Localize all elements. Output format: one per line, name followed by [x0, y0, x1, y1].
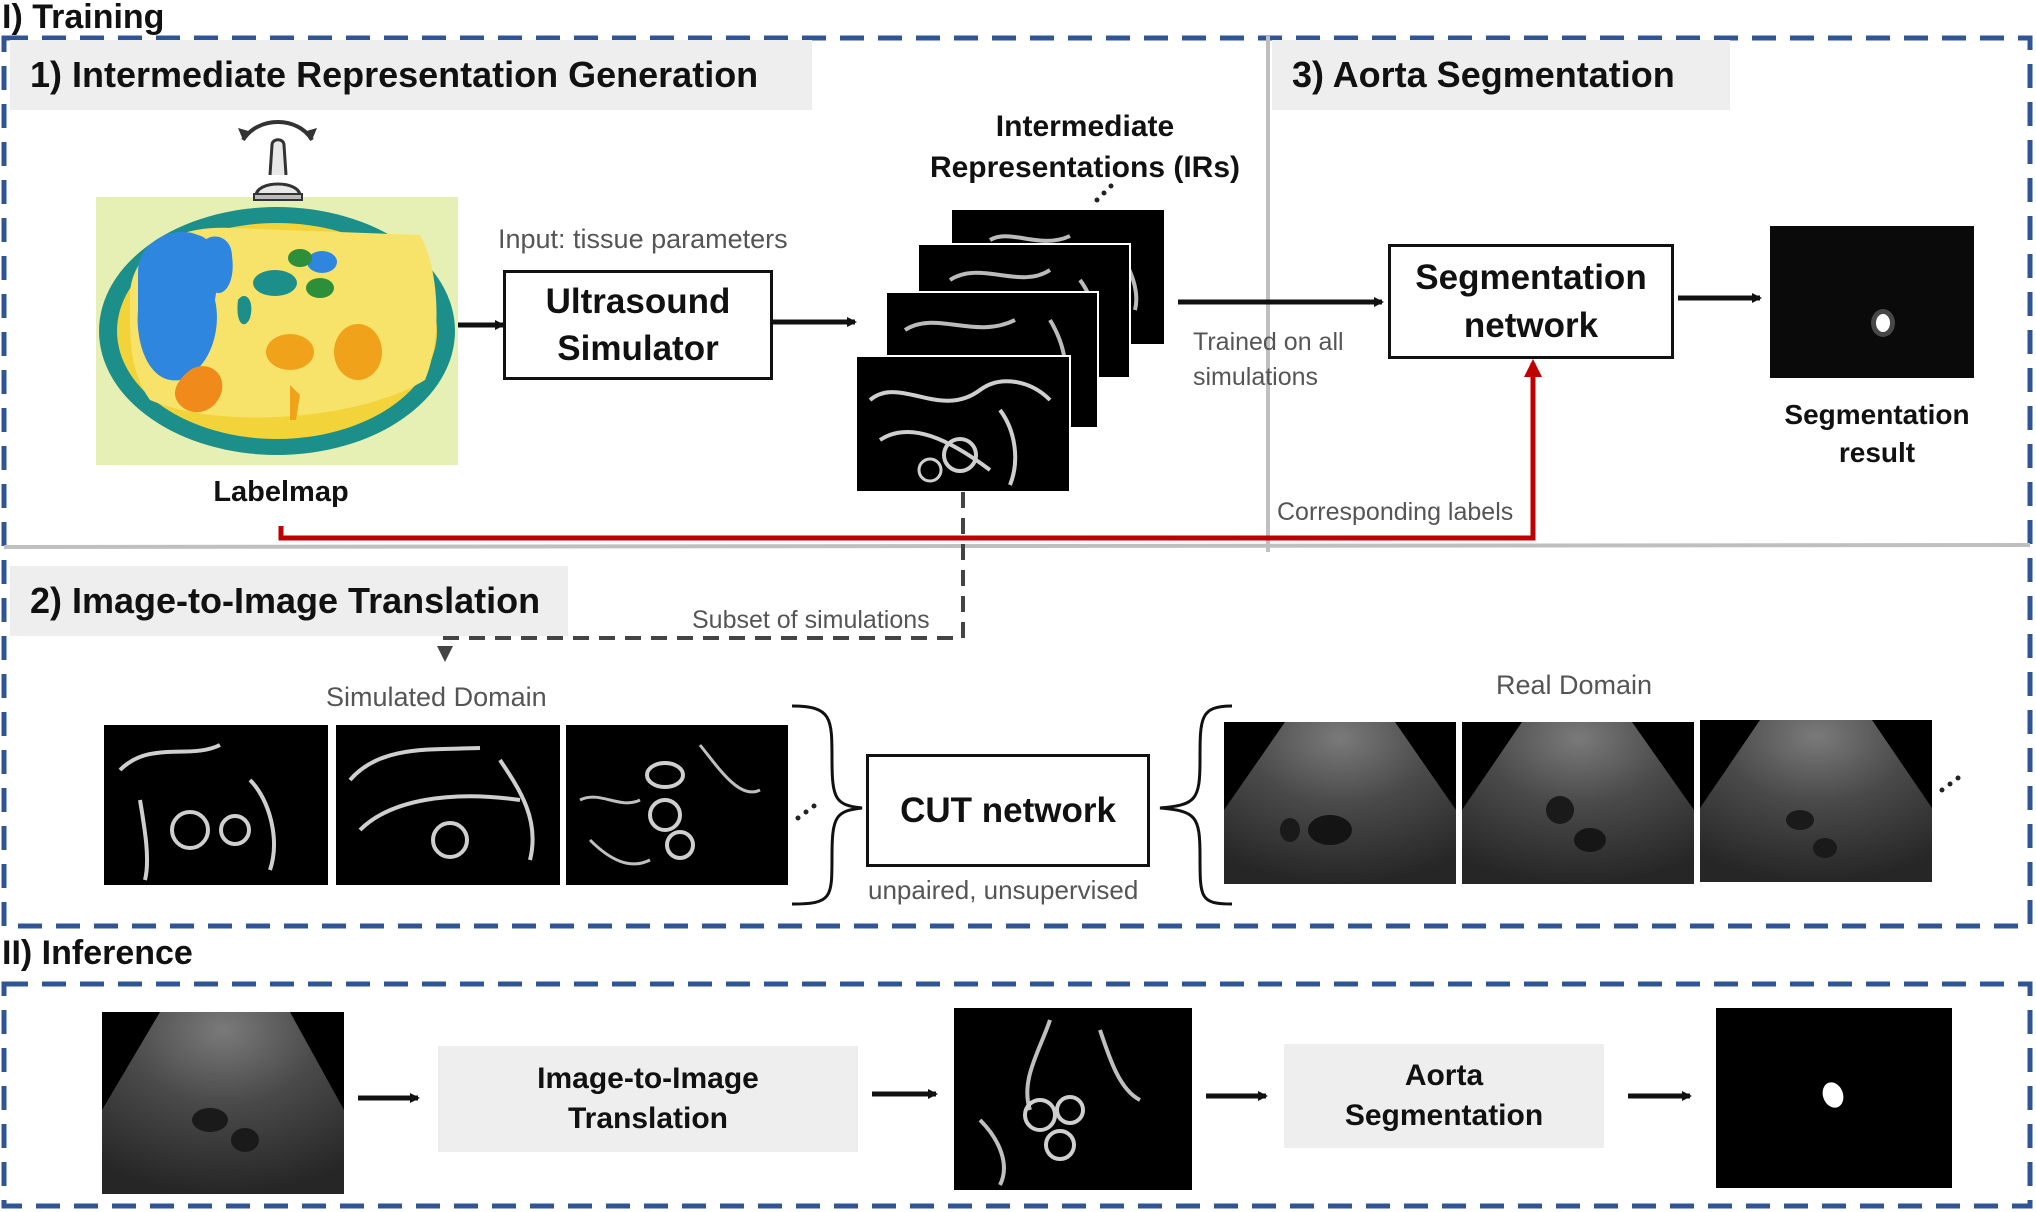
inference-input-ultrasound: [102, 1012, 344, 1194]
irs-label-line2: Representations (IRs): [929, 151, 1241, 185]
trained-line1: Trained on all: [1193, 328, 1344, 356]
corresponding-labels-note: Corresponding labels: [1277, 498, 1514, 526]
simulated-image-2: [336, 725, 560, 885]
ellipsis-dots-irs: [1094, 183, 1114, 203]
red-label-arrow: [278, 359, 1542, 541]
subset-dashed-arrow: [437, 492, 965, 662]
inf-i2i-line1: Image-to-Image: [537, 1061, 759, 1095]
section-title-training: I) Training: [2, 0, 165, 36]
simulated-image-3: [566, 725, 788, 885]
panel-3-header: 3) Aorta Segmentation: [1272, 40, 1730, 110]
segmentation-result-image: [1770, 226, 1974, 378]
real-image-1: [1224, 722, 1456, 884]
ir-stack: [855, 210, 1164, 493]
irs-label-line1: Intermediate: [995, 110, 1175, 143]
inference-frame: [1, 981, 2033, 1209]
real-domain-label: Real Domain: [1496, 670, 1653, 700]
inf-aorta-line1: Aorta: [1404, 1058, 1484, 1092]
inference-segmentation-mask: [1716, 1008, 1952, 1188]
seg-result-line1: Segmentation: [1784, 399, 1970, 430]
unpaired-note: unpaired, unsupervised: [868, 875, 1139, 905]
left-brace: [791, 704, 863, 906]
inference-translated-image: [954, 1008, 1192, 1190]
simulated-image-1: [104, 725, 328, 885]
inf-aorta-line2: Segmentation: [1344, 1099, 1544, 1132]
section-title-inference: II) Inference: [2, 934, 193, 972]
input-params-label: Input: tissue parameters: [498, 224, 788, 254]
seg-net-line2: network: [1463, 305, 1599, 345]
simulated-domain-label: Simulated Domain: [326, 682, 547, 712]
real-image-3: [1700, 720, 1932, 882]
seg-net-line1: Segmentation: [1415, 258, 1647, 298]
us-sim-line2: Simulator: [557, 329, 719, 368]
trained-line2: simulations: [1193, 363, 1319, 391]
transducer-icon: [238, 120, 317, 201]
labelmap-image: [96, 197, 458, 465]
cut-network-box: CUT network: [866, 754, 1150, 867]
labelmap-label: Labelmap: [213, 476, 349, 508]
trained-note: Trained on all simulations: [1193, 325, 1344, 395]
subset-note: Subset of simulations: [692, 606, 930, 634]
panel-1-header: 1) Intermediate Representation Generatio…: [10, 40, 812, 110]
us-sim-line1: Ultrasound: [545, 281, 731, 321]
right-brace: [1159, 704, 1233, 906]
ellipsis-dots-simulated: [795, 803, 817, 821]
panel-2-header: 2) Image-to-Image Translation: [10, 566, 568, 636]
inf-i2i-line2: Translation: [567, 1102, 729, 1135]
segmentation-result-label: Segmentation result: [1760, 396, 1994, 472]
segmentation-network-box: Segmentation network: [1388, 244, 1674, 359]
real-image-2: [1462, 722, 1694, 884]
panel-divider-horizontal: [3, 543, 2031, 549]
training-frame: [1, 35, 2033, 929]
seg-result-line2: result: [1838, 436, 1916, 468]
ellipsis-dots-real: [1939, 775, 1961, 793]
